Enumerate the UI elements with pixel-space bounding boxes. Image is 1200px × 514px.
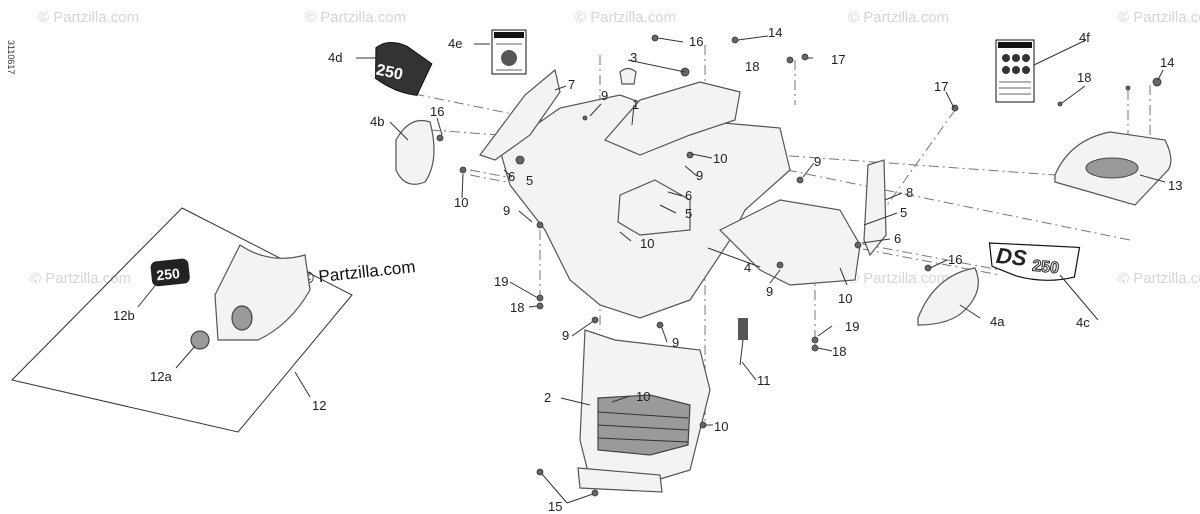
watermark-main: © Partzilla.com: [300, 257, 416, 288]
side-bracket-8: [863, 159, 887, 257]
callout-6: 6: [508, 169, 515, 184]
callout-9: 9: [503, 203, 510, 218]
front-fender-4: [499, 94, 861, 319]
callout-10: 10: [454, 195, 468, 210]
bracket-3: [619, 67, 637, 85]
watermark: © Partzilla.com: [575, 9, 676, 26]
callout-4e: 4e: [448, 36, 462, 51]
callout-12a: 12a: [150, 369, 172, 384]
warning-label-4e: [491, 29, 527, 75]
callout-16: 16: [948, 252, 962, 267]
callout-9: 9: [562, 328, 569, 343]
callout-4: 4: [744, 260, 751, 275]
callout-4d: 4d: [328, 50, 342, 65]
callout-18: 18: [832, 344, 846, 359]
leader-lines: [137, 35, 1166, 504]
callout-10: 10: [838, 291, 852, 306]
callout-11: 11: [757, 373, 771, 388]
warning-label-4f: [995, 39, 1035, 103]
callout-9: 9: [814, 154, 821, 169]
callout-3: 3: [630, 50, 637, 65]
callout-4f: 4f: [1079, 30, 1090, 45]
callout-6: 6: [894, 231, 901, 246]
front-bumper-2: [577, 329, 711, 493]
rear-cover-13: [1054, 131, 1172, 206]
callout-19: 19: [845, 319, 859, 334]
watermark: © Partzilla.com: [38, 9, 139, 26]
svg-text:250: 250: [375, 62, 405, 84]
callout-19: 19: [494, 274, 508, 289]
decal-4c: DS 250: [988, 242, 1081, 281]
callout-13: 13: [1168, 178, 1182, 193]
callout-16: 16: [689, 34, 703, 49]
watermark: © Partzilla.com: [1118, 270, 1200, 287]
decal-12b-small: 250: [150, 258, 190, 287]
svg-text:250: 250: [156, 265, 181, 283]
decal-4d: 250: [375, 42, 433, 96]
callout-5: 5: [900, 205, 907, 220]
headlight-kit-box: 250: [11, 207, 353, 433]
svg-text:250: 250: [1031, 258, 1059, 278]
callout-9: 9: [672, 335, 679, 350]
callout-18: 18: [510, 300, 524, 315]
watermark: © Partzilla.com: [305, 9, 406, 26]
callout-7: 7: [568, 77, 575, 92]
reference-code: 3110617: [6, 40, 16, 74]
callout-14: 14: [1160, 55, 1174, 70]
center-panel-1: [604, 81, 741, 156]
callout-4a: 4a: [990, 314, 1005, 329]
callout-17: 17: [831, 52, 845, 67]
callout-10: 10: [713, 151, 727, 166]
callout-labels: 1 2 3 4 4a 4b 4c 4d 4e 4f 5 5 5 6 6 6 7 …: [113, 25, 1182, 514]
watermark: © Partzilla.com: [1118, 9, 1200, 26]
callout-5: 5: [685, 206, 692, 221]
callout-10: 10: [714, 419, 728, 434]
callout-1: 1: [632, 97, 639, 112]
callout-4c: 4c: [1076, 315, 1090, 330]
watermark: © Partzilla.com: [30, 270, 131, 287]
callout-16: 16: [430, 104, 444, 119]
callout-12: 12: [312, 398, 326, 413]
callout-4b: 4b: [370, 114, 384, 129]
callout-17: 17: [934, 79, 948, 94]
callout-9: 9: [766, 284, 773, 299]
callout-15: 15: [548, 499, 562, 514]
callout-5: 5: [526, 173, 533, 188]
callout-18: 18: [745, 59, 759, 74]
callout-18: 18: [1077, 70, 1091, 85]
watermark: © Partzilla.com: [848, 270, 949, 287]
callout-10: 10: [640, 236, 654, 251]
callout-9: 9: [696, 168, 703, 183]
connector-11: [738, 318, 748, 366]
callout-2: 2: [544, 390, 551, 405]
callout-12b: 12b: [113, 308, 135, 323]
side-panel-7: [479, 68, 561, 161]
watermark: © Partzilla.com: [848, 9, 949, 26]
callout-6: 6: [685, 188, 692, 203]
side-deflector-4b: [395, 119, 435, 185]
callout-14: 14: [768, 25, 782, 40]
callout-9: 9: [601, 88, 608, 103]
callout-10: 10: [636, 389, 650, 404]
side-deflector-4a: [917, 267, 979, 326]
callout-8: 8: [906, 185, 913, 200]
svg-text:DS: DS: [995, 243, 1028, 271]
